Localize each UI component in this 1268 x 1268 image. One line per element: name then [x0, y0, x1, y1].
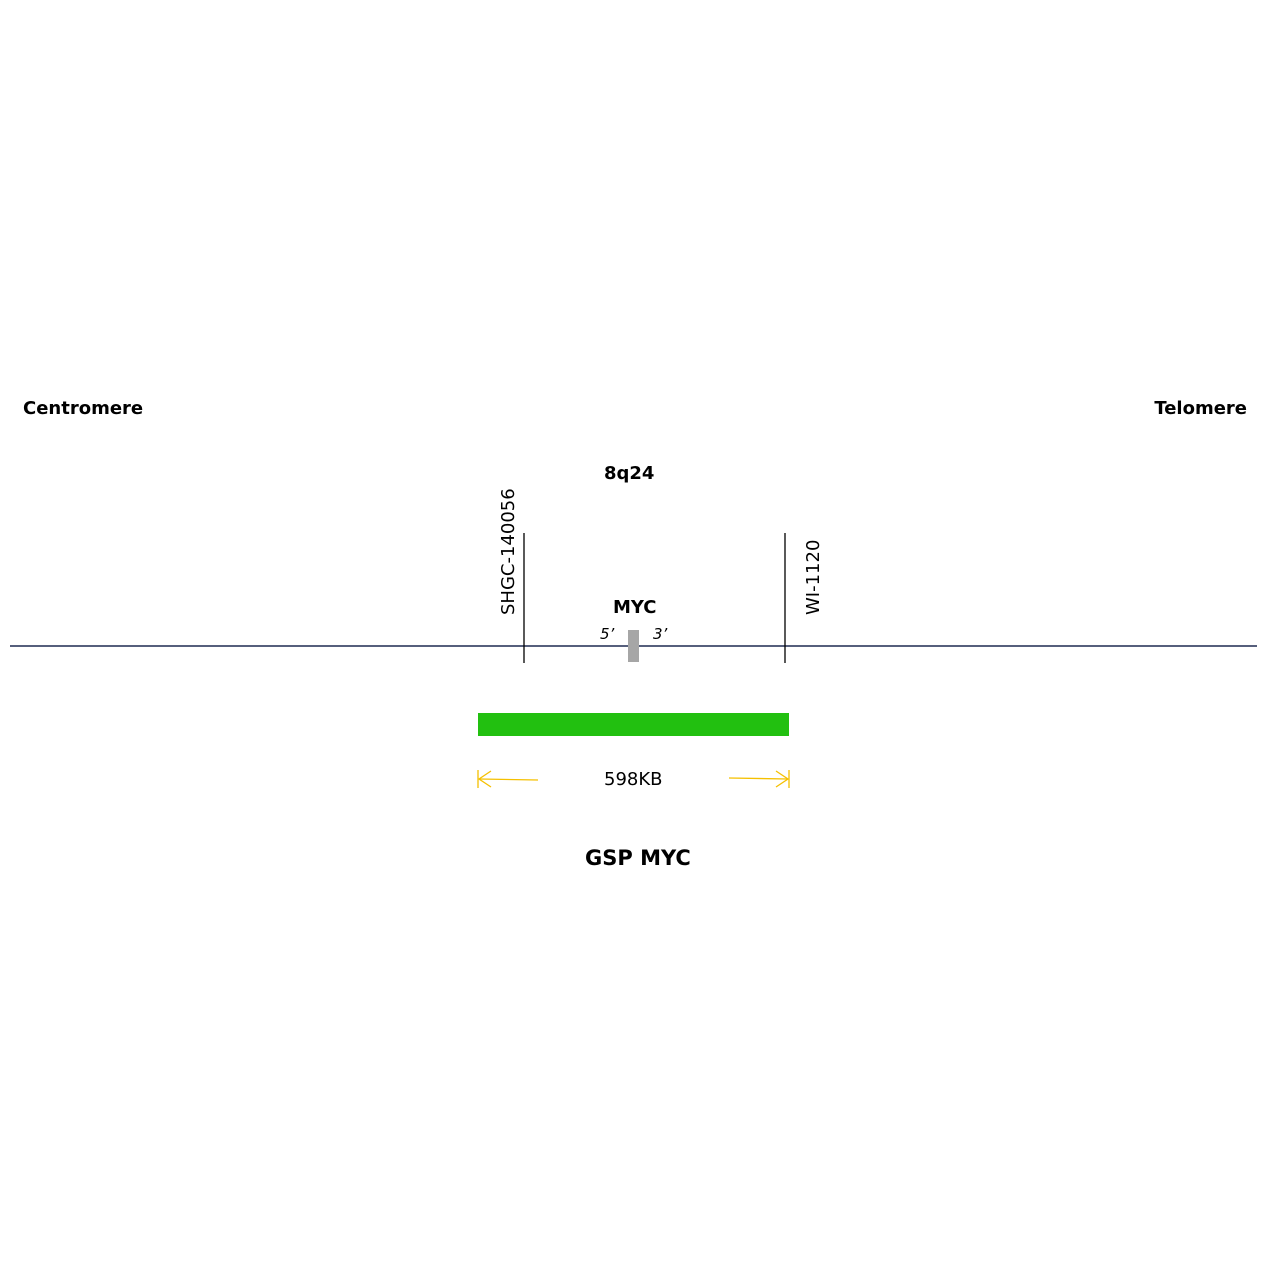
- myc-gene-block: [628, 630, 639, 662]
- three-prime-label: 3’: [653, 625, 668, 643]
- probe-name-label: GSP MYC: [585, 846, 691, 870]
- five-prime-label: 5’: [600, 625, 615, 643]
- band-label: 8q24: [604, 463, 655, 484]
- gene-label: MYC: [613, 597, 657, 618]
- right-marker-label: WI-1120: [803, 539, 824, 615]
- left-arrow-icon: [477, 770, 539, 788]
- probe-size-label: 598KB: [604, 769, 663, 790]
- telomere-label: Telomere: [1154, 398, 1247, 419]
- probe-bar: [478, 713, 789, 736]
- left-marker-label: SHGC-140056: [498, 488, 519, 615]
- right-arrow-icon: [728, 770, 790, 788]
- centromere-label: Centromere: [23, 398, 144, 419]
